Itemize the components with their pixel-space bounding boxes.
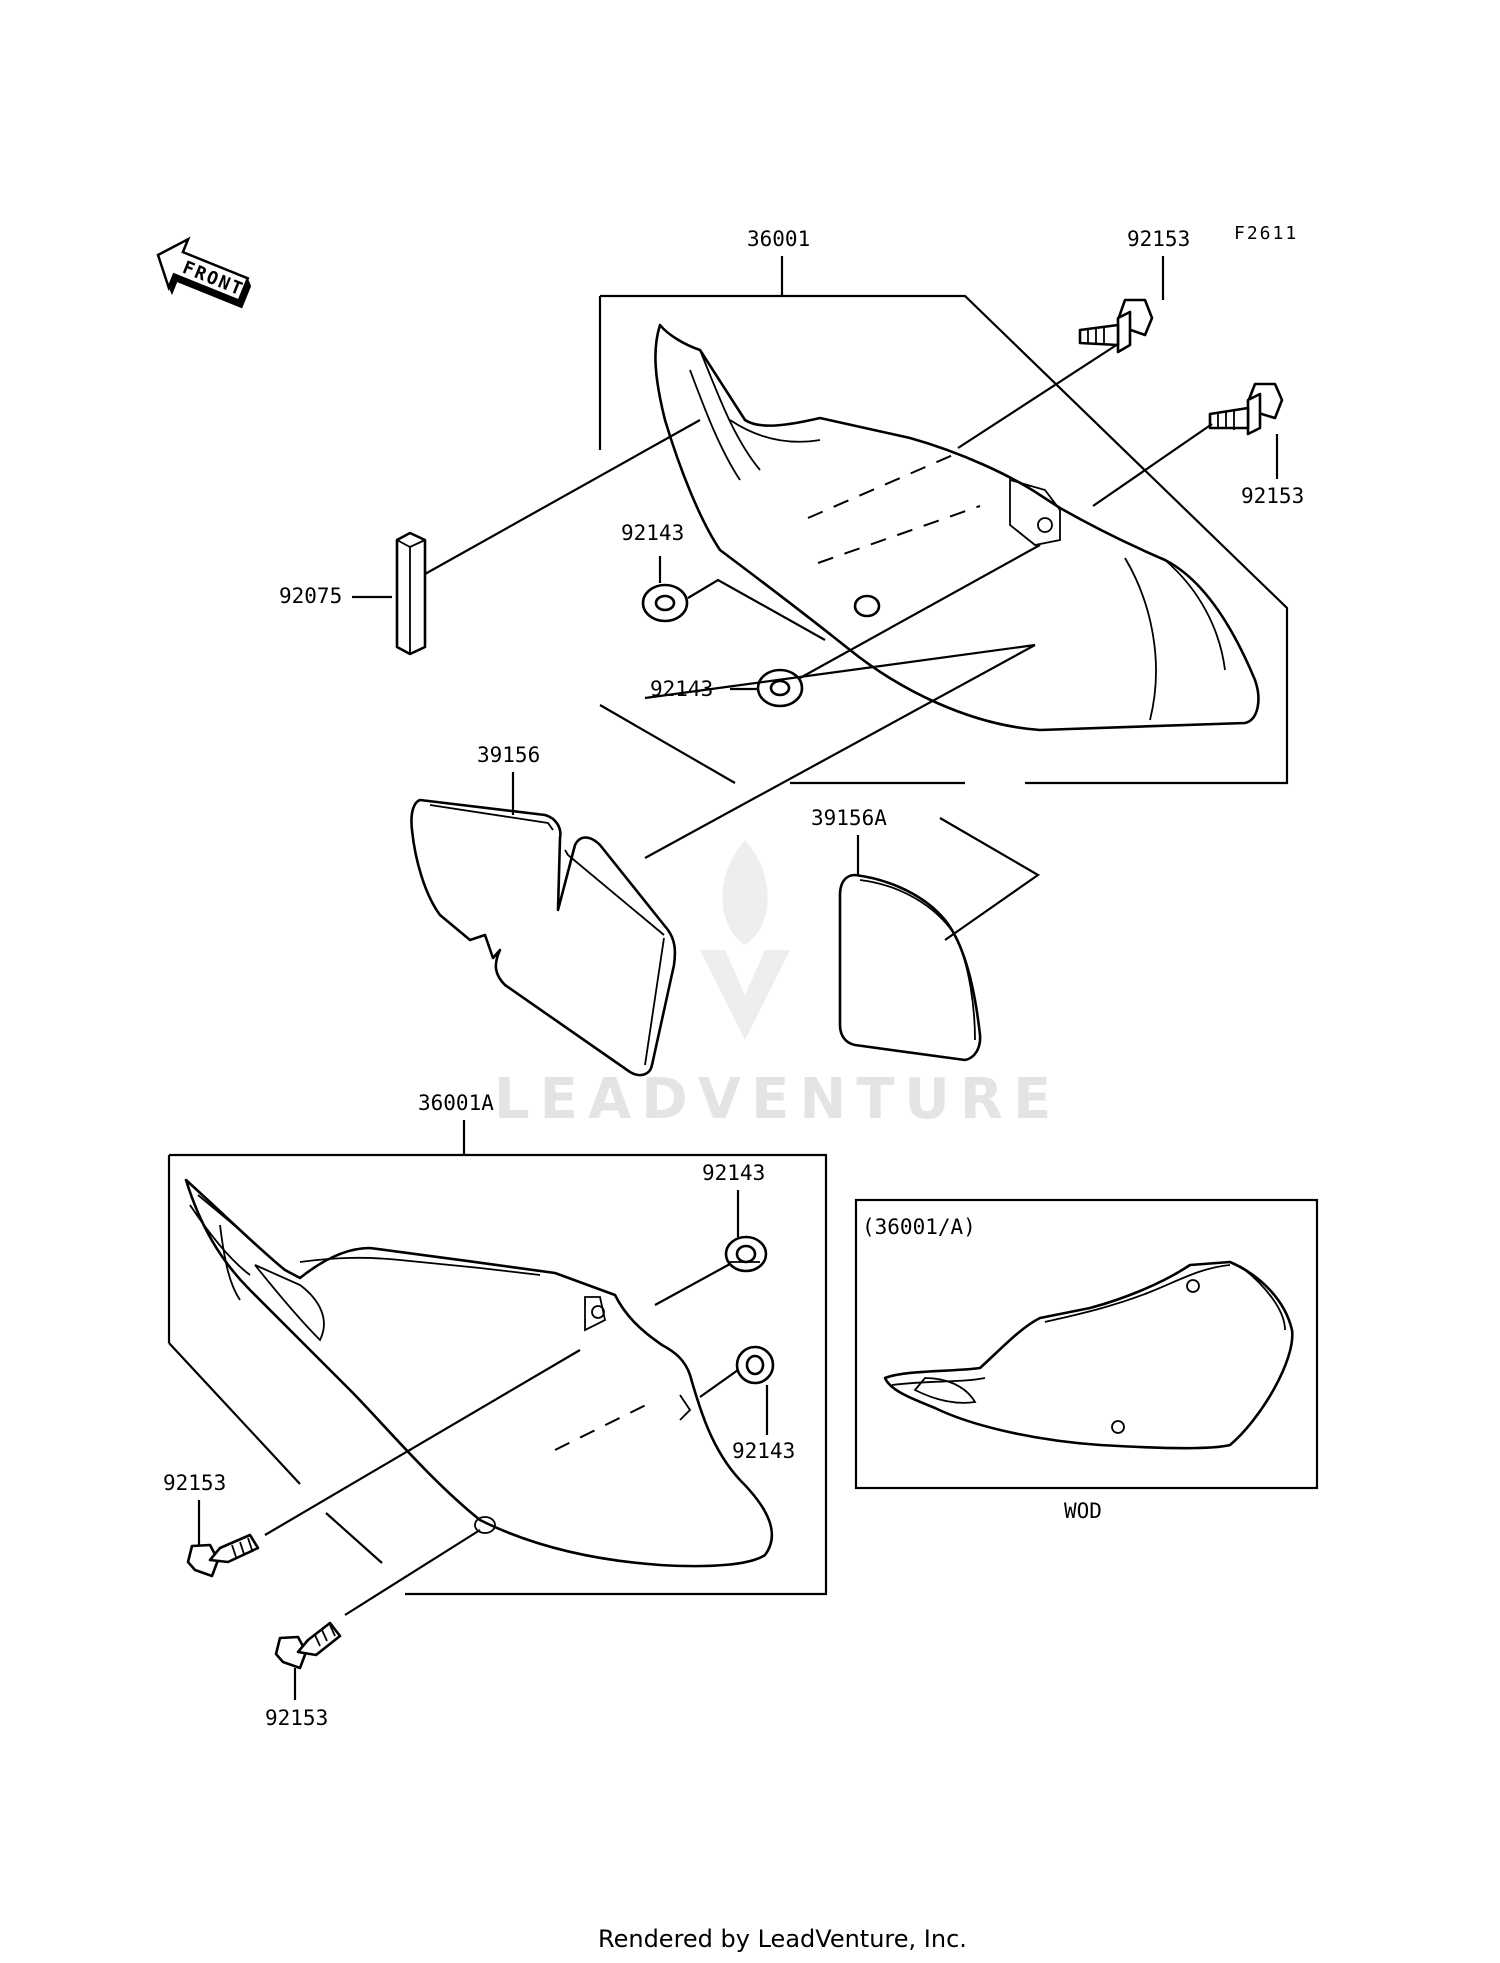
strip-92075 (395, 531, 427, 656)
footer-credit: Rendered by LeadVenture, Inc. (598, 1925, 967, 1953)
decal-39156A (838, 817, 1041, 1062)
callout-39156A: 39156A (811, 806, 887, 830)
callout-92143-a: 92143 (621, 521, 684, 545)
callout-92075: 92075 (279, 584, 342, 608)
ref-code: F2611 (1234, 223, 1298, 244)
washer-92143-b (756, 668, 804, 708)
washer-92143-d (735, 1345, 775, 1385)
bottom-assembly (167, 1153, 828, 1670)
washer-92143-c (724, 1235, 768, 1273)
callout-92153-right: 92153 (1241, 484, 1304, 508)
callout-39156: 39156 (477, 743, 540, 767)
bolt-92153-top (1078, 298, 1154, 354)
watermark: LEADVENTURE (494, 840, 1061, 1132)
washer-92143-a (641, 583, 689, 623)
inset-box: (36001/A) WOD (854, 1198, 1319, 1523)
callout-36001A: 36001A (418, 1091, 494, 1115)
inset-title: (36001/A) (862, 1215, 976, 1239)
side-cover-36001 (654, 323, 1260, 732)
callout-92143-b: 92143 (650, 677, 713, 701)
callout-92143-c: 92143 (702, 1161, 765, 1185)
side-cover-36001A (184, 1178, 774, 1568)
bolt-92153-right (1208, 382, 1284, 436)
bottom-callouts: 36001A 92143 92143 92153 92153 (163, 1091, 795, 1730)
callout-92153-top: 92153 (1127, 227, 1190, 251)
inset-side-cover (883, 1260, 1294, 1450)
inset-caption: WOD (1064, 1499, 1102, 1523)
watermark-text: LEADVENTURE (494, 1067, 1061, 1132)
decal-39156 (410, 643, 1036, 1077)
bolt-92153-d (274, 1621, 342, 1670)
top-callouts: 36001 92153 92153 92143 92143 92075 (279, 227, 1304, 701)
top-assembly (424, 294, 1289, 785)
bolt-92153-c (186, 1533, 260, 1578)
callout-92143-d: 92143 (732, 1439, 795, 1463)
front-arrow-icon: FRONT (156, 236, 252, 309)
callout-92153-d: 92153 (265, 1706, 328, 1730)
callout-92153-c: 92153 (163, 1471, 226, 1495)
callout-36001: 36001 (747, 227, 810, 251)
